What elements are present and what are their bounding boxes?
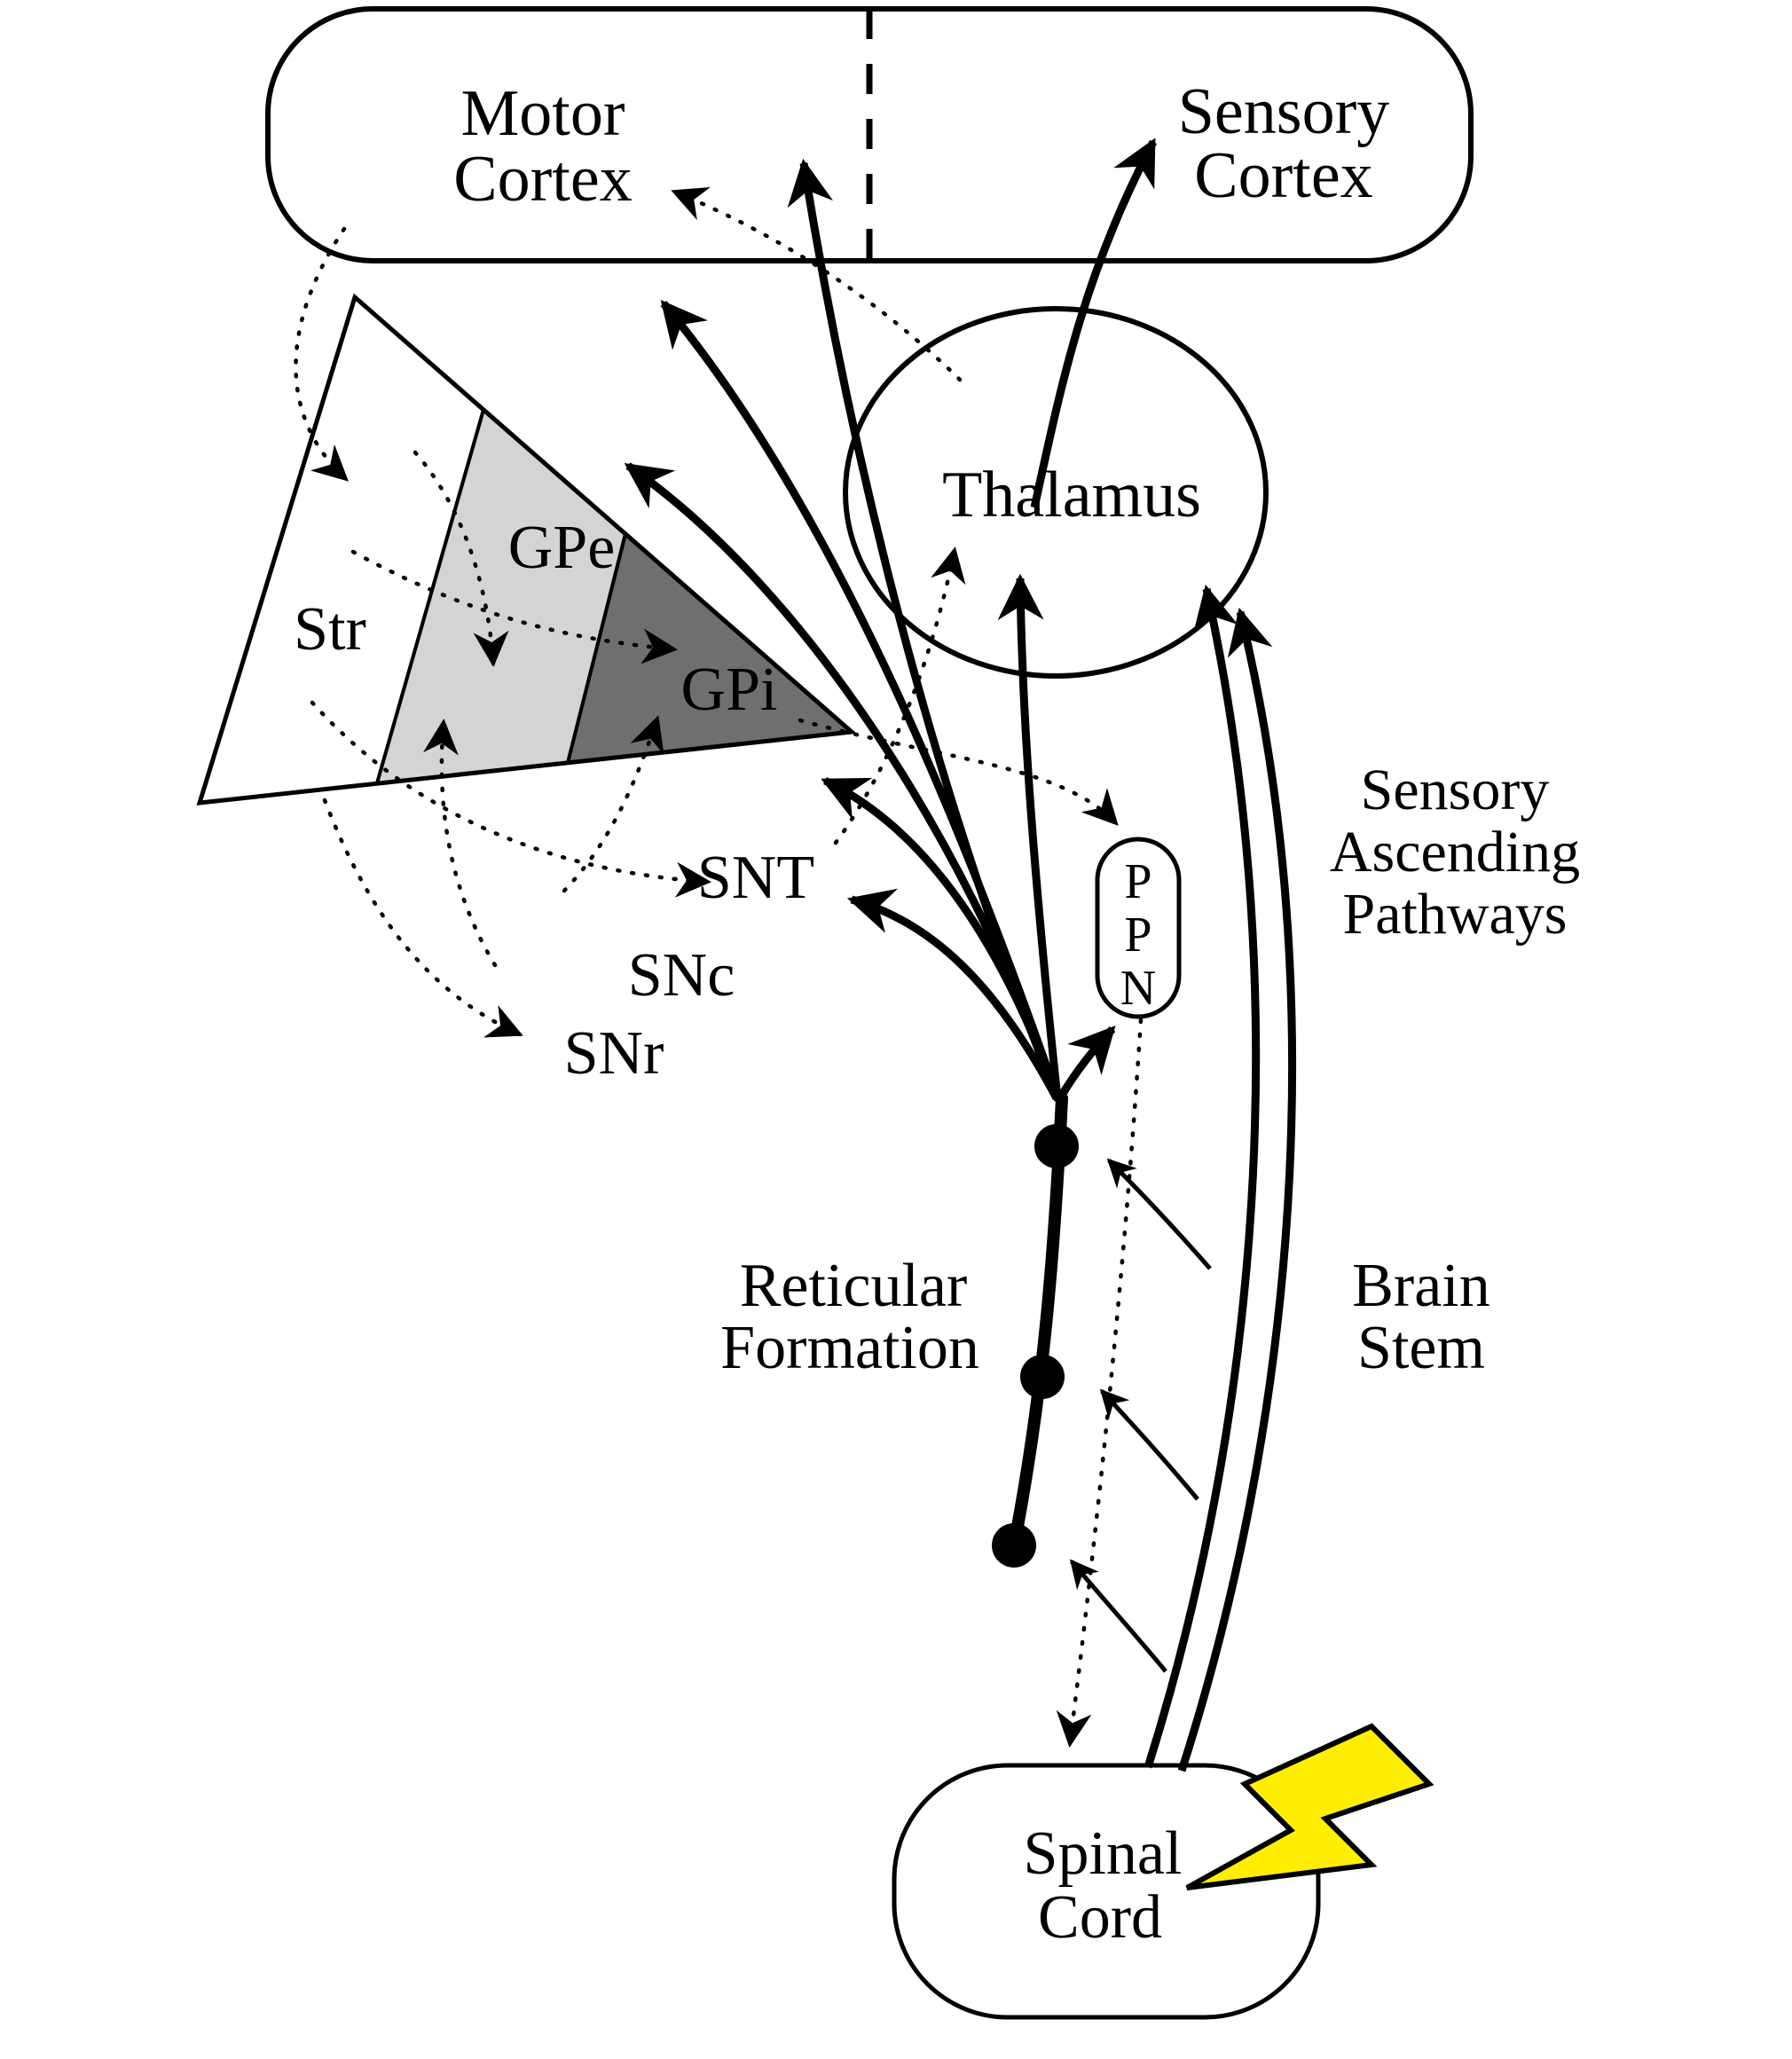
- reticular-formation-label-line1: Reticular: [740, 1252, 968, 1320]
- spinal-cord-label-line2: Cord: [1038, 1883, 1162, 1952]
- arrow-snc-to-gpe: [423, 719, 498, 968]
- reticular-node-3: [992, 1523, 1036, 1568]
- arrow-bundle-to-ppn: [1057, 1026, 1116, 1099]
- arrow-bundle-to-cortex-lower: [660, 300, 1063, 1102]
- arrow-snr-to-thalamus: [833, 546, 966, 845]
- arrow-striatum-to-snr: [322, 798, 523, 1038]
- arrow-bundle-to-snt-region: [846, 888, 1060, 1101]
- sensory-cortex-label-line2: Cortex: [1194, 139, 1372, 212]
- arrow-snt-to-gpi: [562, 715, 664, 893]
- arrow-collateral-to-node-3: [1069, 1559, 1167, 1673]
- brain-stem-label-line1: Brain: [1352, 1252, 1490, 1320]
- arrow-ppn-to-spinal-cord: [1056, 1018, 1144, 1748]
- arrow-striatum-to-snt: [310, 700, 711, 898]
- sensory-cortex-label: Sensory Cortex: [1178, 75, 1389, 212]
- triangle-outline: [196, 293, 857, 806]
- cortex-box-group: Motor Cortex Sensory Cortex: [265, 6, 1474, 263]
- sensory-ascending-label-line2: Ascending: [1330, 820, 1580, 884]
- solid-arrows-group: [624, 138, 1297, 1772]
- basal-ganglia-triangle-group: Str GPe GPi: [196, 293, 857, 806]
- ppn-letter-2: P: [1124, 908, 1151, 963]
- ppn-letter-3: N: [1120, 961, 1156, 1016]
- sensory-ascending-label-line3: Pathways: [1343, 882, 1568, 947]
- arrow-sensory-ascending-pathway-1: [1144, 584, 1261, 1769]
- spinal-cord-group: Spinal Cord: [892, 1723, 1434, 2020]
- sensory-ascending-pathways-label: Sensory Ascending Pathways: [1330, 758, 1580, 947]
- thalamus-label: Thalamus: [942, 459, 1201, 531]
- ppn-label: P P N: [1120, 854, 1156, 1016]
- ppn-group: P P N: [1095, 837, 1182, 1019]
- motor-cortex-label-line1: Motor: [461, 77, 625, 150]
- sensory-cortex-label-line1: Sensory: [1178, 75, 1389, 148]
- reticular-formation-group: [992, 1092, 1079, 1568]
- arrow-striatum-to-gpi: [350, 549, 678, 664]
- lightning-bolt-icon: [1185, 1723, 1434, 1890]
- arrow-bundle-to-thalamus: [997, 573, 1062, 1099]
- arrow-striatum-to-gpe: [413, 450, 509, 667]
- free-labels-group: SNT SNc SNr Sensory Ascending Pathways R…: [564, 758, 1581, 1382]
- reticular-formation-label-line2: Formation: [720, 1314, 979, 1382]
- arrow-sensory-ascending-pathway-2: [1177, 607, 1297, 1772]
- striatum-label: Str: [294, 595, 366, 664]
- sensory-ascending-label-line1: Sensory: [1361, 758, 1550, 822]
- arrow-motor-cortex-to-striatum: [294, 226, 349, 482]
- reticular-formation-label: Reticular Formation: [720, 1252, 979, 1382]
- arrow-gpi-to-ppn: [798, 718, 1119, 826]
- motor-cortex-label: Motor Cortex: [453, 77, 632, 216]
- ppn-letter-1: P: [1124, 854, 1151, 909]
- brain-stem-label-line2: Stem: [1357, 1314, 1485, 1382]
- arrow-collateral-to-node-1: [1106, 1158, 1212, 1270]
- snr-label: SNr: [564, 1019, 664, 1088]
- gpi-label: GPi: [681, 656, 778, 724]
- collateral-arrows-group: [1069, 1158, 1212, 1673]
- spinal-cord-label-line1: Spinal: [1024, 1819, 1183, 1888]
- thalamus-group: Thalamus: [843, 306, 1269, 679]
- reticular-node-2: [1020, 1355, 1065, 1399]
- gpe-label: GPe: [508, 514, 616, 582]
- arrow-collateral-to-node-2: [1099, 1388, 1199, 1501]
- spinal-cord-box: [892, 1763, 1321, 2020]
- brain-stem-label: Brain Stem: [1352, 1252, 1490, 1382]
- motor-cortex-label-line2: Cortex: [453, 143, 632, 216]
- dotted-arrows-group: [294, 187, 1144, 1748]
- arrow-bundle-to-gpi-region: [821, 776, 1063, 1102]
- reticular-node-1: [1034, 1124, 1079, 1168]
- snc-label: SNc: [628, 941, 735, 1010]
- arrow-thalamus-to-sensory-cortex: [1030, 138, 1157, 508]
- snt-label: SNT: [697, 844, 814, 912]
- ppn-capsule: [1095, 837, 1182, 1019]
